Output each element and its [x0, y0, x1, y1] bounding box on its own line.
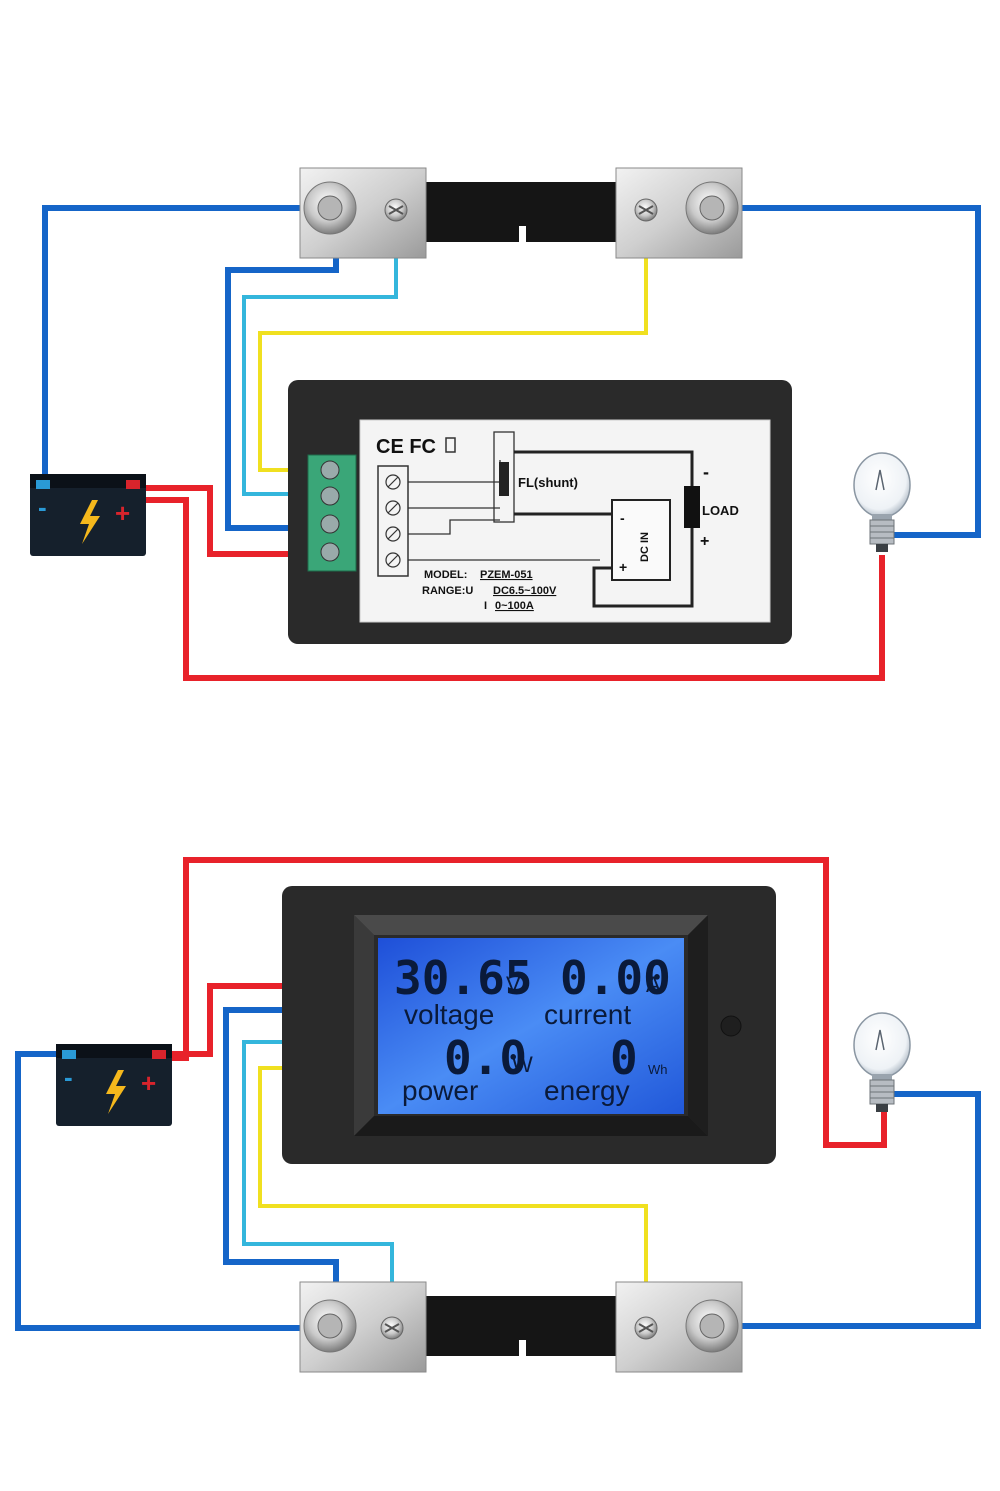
load-plus-label: + [700, 533, 709, 550]
battery-icon: - + [56, 1044, 172, 1126]
voltage-value: 30.65 [394, 951, 532, 1005]
battery-plus-label: + [115, 498, 130, 528]
energy-label: energy [544, 1075, 630, 1106]
wire-red-battery-to-bulb [128, 497, 885, 681]
cert-label: CE FC [376, 436, 436, 458]
lightning-icon [80, 500, 100, 544]
battery-minus-label: - [38, 492, 47, 522]
wire-blue-battery-to-shunt [15, 1051, 318, 1331]
load-label: LOAD [702, 503, 739, 518]
wire-red-battery-to-meter [160, 983, 286, 1057]
model-key: MODEL: [424, 569, 467, 581]
wire-blue-shunt-to-bulb [712, 1091, 981, 1329]
wire-blue-battery-to-shunt [42, 205, 318, 480]
load-minus-label: - [703, 462, 709, 482]
model-value: PZEM-051 [480, 569, 533, 581]
terminal-block-icon [307, 454, 357, 572]
dcin-minus-label: - [620, 510, 625, 526]
range-key: RANGE:U [422, 585, 473, 597]
reset-button[interactable] [720, 1015, 742, 1037]
range-current-key: I [484, 600, 487, 612]
dcin-plus-label: + [619, 559, 627, 575]
bottom-diagram: 30.65 V 0.00 A voltage current 0.0 W 0 W… [15, 857, 981, 1373]
voltage-unit: V [506, 972, 521, 997]
shunt-label: FL(shunt) [518, 475, 578, 490]
wire-red-battery-to-meter [128, 485, 332, 557]
shunt-icon [299, 1281, 743, 1373]
battery-plus-label: + [141, 1068, 156, 1098]
bulb-icon [853, 1012, 911, 1112]
range-voltage: DC6.5~100V [493, 585, 557, 597]
dcin-label: DC IN [639, 532, 651, 562]
current-label: current [544, 999, 631, 1030]
current-value: 0.00 [560, 951, 671, 1005]
bulb-icon [853, 452, 911, 552]
wire-yellow-meter-to-shunt [258, 1066, 648, 1318]
meter-back: CE FC FL(shunt) [288, 380, 792, 644]
power-label: power [402, 1075, 478, 1106]
wire-yellow-shunt-to-meter [258, 220, 648, 472]
range-current: 0~100A [495, 600, 534, 612]
voltage-label: voltage [404, 999, 494, 1030]
wire-blue-shunt-to-bulb [712, 205, 981, 538]
current-unit: A [646, 972, 661, 997]
power-value: 0.0 [444, 1031, 527, 1085]
energy-unit: Wh [648, 1062, 668, 1077]
wire-blue-meter-to-shunt [223, 1007, 339, 1318]
bottom-wires [15, 857, 981, 1331]
lcd-screen [378, 938, 684, 1114]
battery-icon: - + [30, 474, 146, 556]
wire-red-battery-to-bulb [160, 857, 887, 1148]
top-diagram: CE FC FL(shunt) [30, 167, 981, 681]
power-unit: W [512, 1052, 533, 1077]
shunt-icon [299, 167, 743, 259]
wire-cyan-meter-to-shunt [242, 1040, 394, 1318]
wire-cyan-shunt-to-meter [242, 220, 398, 496]
battery-minus-label: - [64, 1062, 73, 1092]
meter-front: 30.65 V 0.00 A voltage current 0.0 W 0 W… [282, 886, 776, 1164]
lightning-icon [106, 1070, 126, 1114]
energy-value: 0 [610, 1031, 638, 1085]
